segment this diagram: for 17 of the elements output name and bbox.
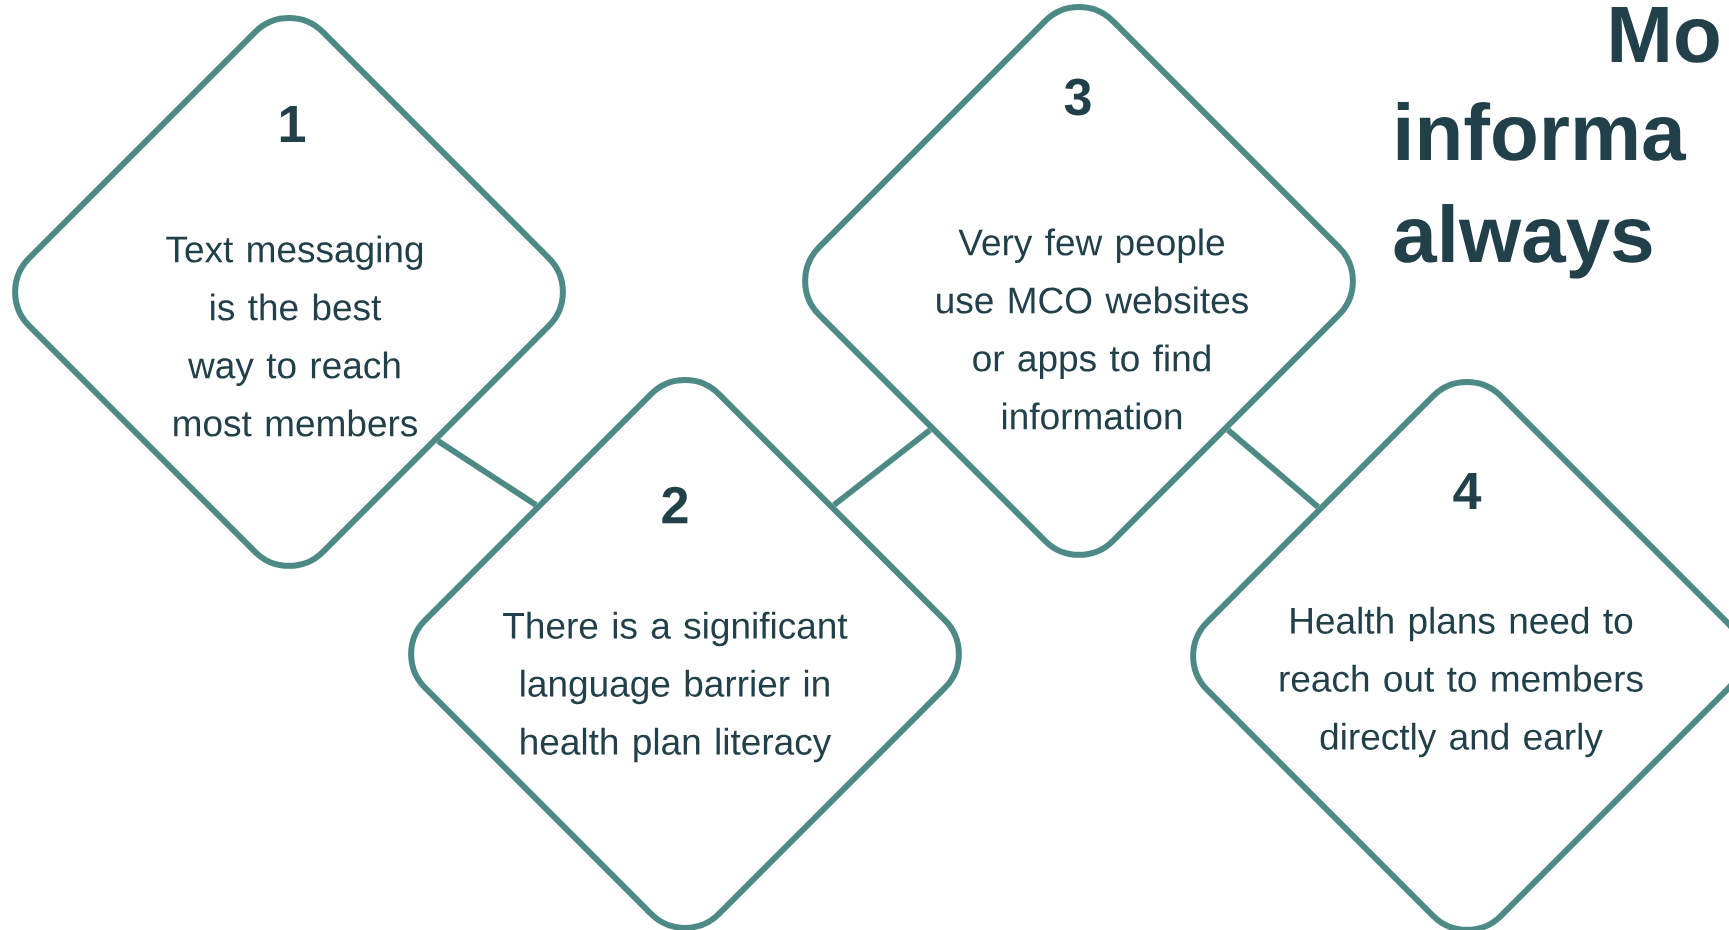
heading-text: Mo [1611, 6, 1719, 63]
diamond [1190, 379, 1729, 930]
step-number: 2 [662, 486, 688, 524]
diamond [12, 15, 566, 569]
connector-line [832, 427, 932, 508]
step-text: Text messaging is the best way to reach most members [166, 235, 423, 437]
step-text: There is a significant language barrier in health plan literacy [503, 611, 848, 763]
connector-line [436, 438, 538, 508]
heading-text: always [1394, 204, 1652, 279]
step-text: Health plans need to reach out to members directly and early [1280, 606, 1643, 758]
diamond [802, 4, 1356, 558]
step-number: 3 [1064, 78, 1091, 116]
connector-line [1226, 427, 1320, 510]
step-number: 4 [1453, 473, 1482, 509]
step-text: Very few people use MCO websites or apps to find information [937, 228, 1248, 430]
heading-text: informa [1397, 102, 1687, 161]
step-number: 1 [280, 106, 305, 142]
